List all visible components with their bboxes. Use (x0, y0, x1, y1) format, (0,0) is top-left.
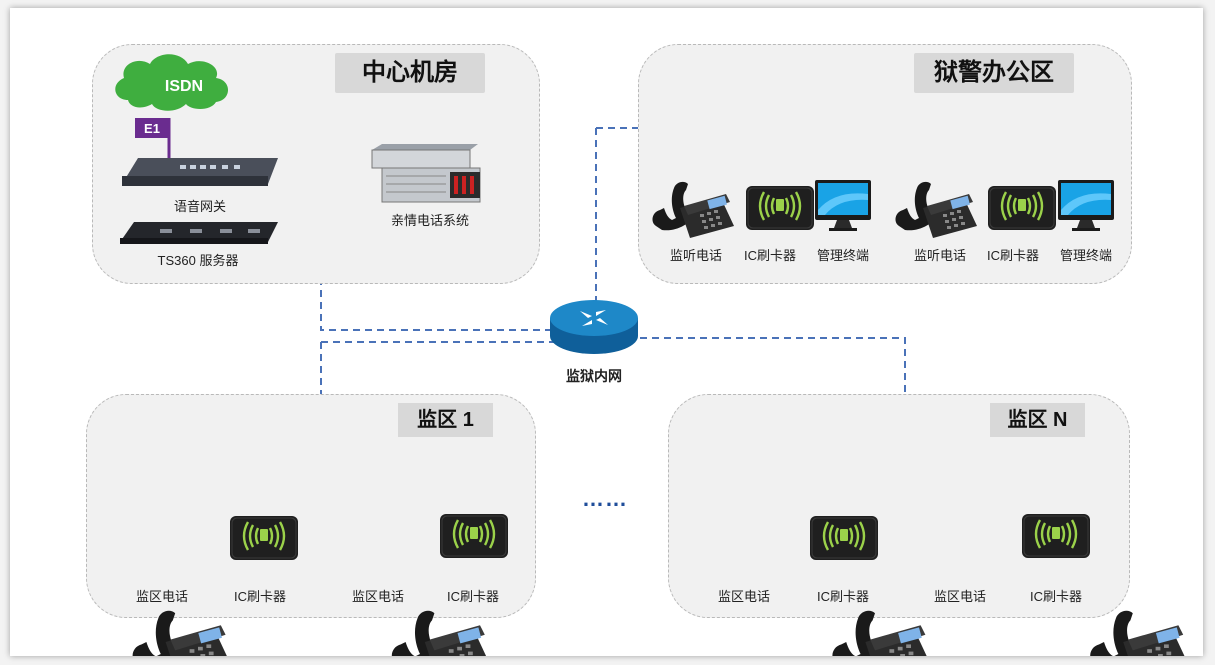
area1-phone-icon-1 (132, 610, 231, 656)
guard-phone-icon-2 (895, 181, 977, 238)
area1-device-label-2: IC刷卡器 (233, 589, 287, 604)
router-label: 监狱内网 (566, 368, 622, 384)
areaN-device-label-2: IC刷卡器 (816, 589, 870, 604)
isdn-cloud-icon: ISDN (115, 54, 228, 111)
guard-monitor-icon-2 (1058, 180, 1114, 231)
guard-device-label-2: IC刷卡器 (743, 248, 797, 263)
area1-device-label-4: IC刷卡器 (446, 589, 500, 604)
areaN-card-reader-icon-1 (808, 514, 880, 562)
zone-area-n: 监区 N (668, 394, 1130, 618)
gateway-label: 语音网关 (173, 199, 227, 214)
guard-device-label-1: 监听电话 (669, 248, 723, 263)
isdn-label: ISDN (165, 78, 203, 95)
zone-title-center: 中心机房 (335, 53, 485, 93)
voice-gateway-icon (122, 158, 278, 186)
areaN-phone-icon-1 (832, 610, 931, 656)
areaN-device-label-1: 监区电话 (717, 589, 771, 604)
zone-title-guard: 狱警办公区 (914, 53, 1074, 93)
area1-device-label-3: 监区电话 (351, 589, 405, 604)
e1-flag-icon: E1 (135, 118, 171, 158)
area1-card-reader-icon-1 (228, 514, 300, 562)
guard-monitor-icon-1 (815, 180, 871, 231)
zone-title-areaN: 监区 N (990, 403, 1085, 437)
diagram-frame: 中心机房 狱警办公区 监区 1 监区 N ISDN E1 (10, 8, 1203, 656)
area1-device-label-1: 监区电话 (135, 589, 189, 604)
guard-device-label-3: 管理终端 (816, 248, 870, 263)
server-label: TS360 服务器 (157, 253, 239, 268)
guard-device-label-5: IC刷卡器 (986, 248, 1040, 263)
guard-device-label-4: 监听电话 (913, 248, 967, 263)
guard-card-reader-icon-1 (744, 184, 816, 232)
more-areas-ellipsis: …… (582, 486, 628, 511)
area1-phone-icon-2 (391, 610, 490, 656)
area1-card-reader-icon-2 (438, 512, 510, 560)
family-call-system-label: 亲情电话系统 (390, 213, 470, 228)
guard-card-reader-icon-2 (986, 184, 1058, 232)
areaN-phone-icon-2 (1090, 610, 1189, 656)
guard-device-label-6: 管理终端 (1059, 248, 1113, 263)
guard-phone-icon-1 (652, 181, 734, 238)
zone-area-1: 监区 1 (86, 394, 536, 618)
device-layer: ISDN E1 (115, 54, 1189, 656)
server-rack-icon (371, 144, 481, 203)
ts360-server-icon (120, 222, 278, 244)
areaN-card-reader-icon-2 (1020, 512, 1092, 560)
zone-guard-office: 狱警办公区 (638, 44, 1132, 284)
zone-title-area1: 监区 1 (398, 403, 493, 437)
e1-label: E1 (144, 121, 160, 136)
areaN-device-label-4: IC刷卡器 (1029, 589, 1083, 604)
areaN-device-label-3: 监区电话 (933, 589, 987, 604)
router-icon (550, 300, 638, 354)
